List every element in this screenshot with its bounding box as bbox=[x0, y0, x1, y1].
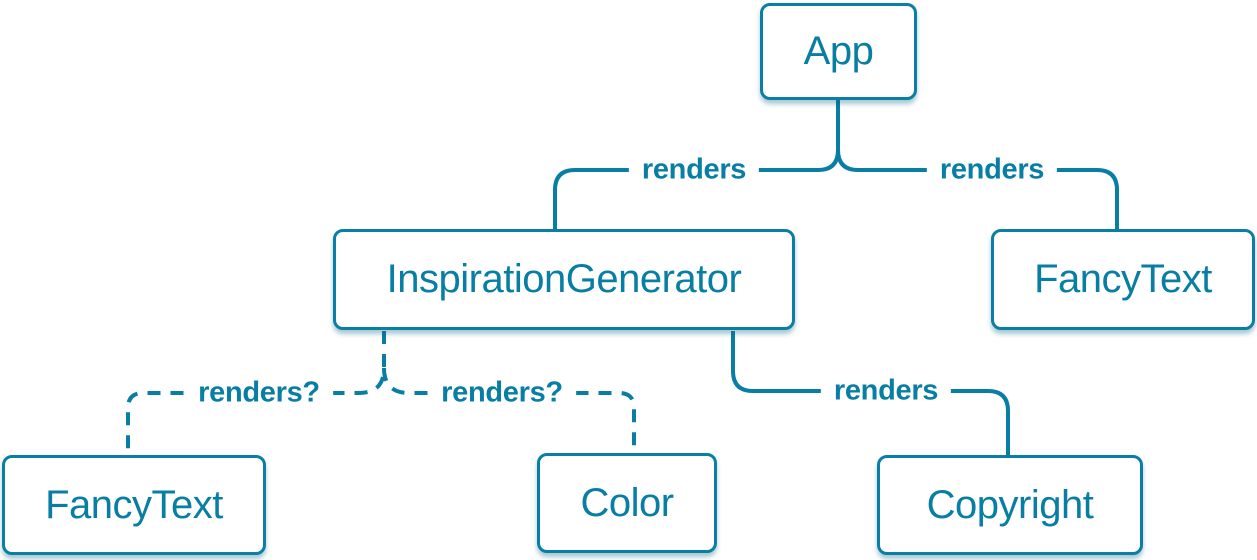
node-fancy-text-bottom: FancyText bbox=[2, 455, 266, 555]
edge-label-renders-q-inspirationgenerator-fancytext: renders? bbox=[185, 376, 333, 410]
node-fancy-text-top-label: FancyText bbox=[1034, 257, 1212, 301]
node-copyright-label: Copyright bbox=[926, 482, 1094, 527]
node-inspiration-generator-label: InspirationGenerator bbox=[386, 257, 742, 301]
edge-label-renders-inspirationgenerator-copyright: renders bbox=[820, 374, 952, 408]
node-color-label: Color bbox=[580, 480, 674, 525]
node-fancy-text-top: FancyText bbox=[991, 229, 1255, 330]
edge-label-renders-app-fancytext: renders bbox=[926, 153, 1058, 187]
node-app: App bbox=[760, 3, 917, 100]
node-color: Color bbox=[537, 453, 717, 553]
edge-label-renders-q-inspirationgenerator-color: renders? bbox=[428, 376, 576, 410]
edge-label-renders-app-inspirationgenerator: renders bbox=[628, 153, 760, 187]
node-fancy-text-bottom-label: FancyText bbox=[45, 482, 223, 527]
node-inspiration-generator: InspirationGenerator bbox=[333, 229, 795, 330]
node-app-label: App bbox=[803, 29, 874, 73]
node-copyright: Copyright bbox=[877, 455, 1143, 555]
